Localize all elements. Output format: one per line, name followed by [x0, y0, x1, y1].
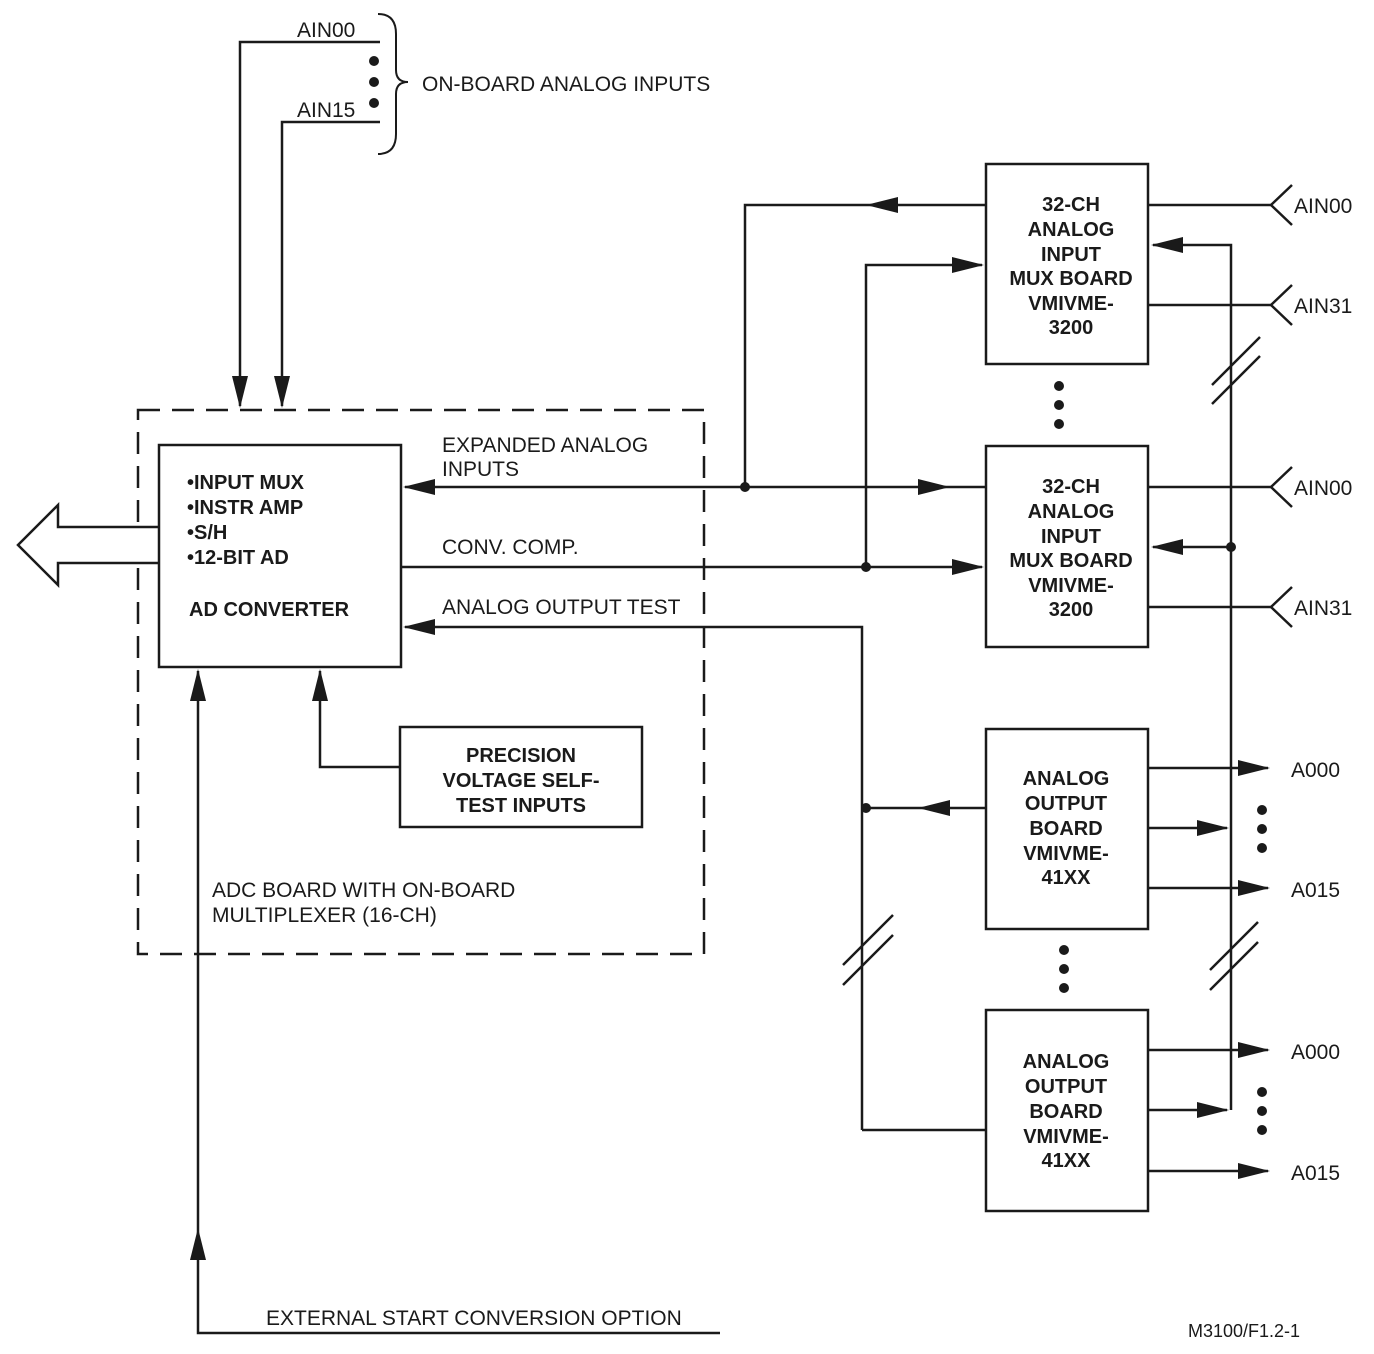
- mux-board-1: 32-CH ANALOG INPUT MUX BOARD VMIVME- 320…: [984, 162, 1352, 366]
- mux1-line2: ANALOG: [1028, 219, 1115, 241]
- out1-line1: ANALOG: [1023, 768, 1110, 790]
- out1-a015-label: A015: [1291, 879, 1340, 902]
- mux1-line1: 32-CH: [1042, 194, 1100, 216]
- adc-bullet-instr-amp: •INSTR AMP: [187, 497, 303, 519]
- mux2-line6: 3200: [1049, 599, 1094, 621]
- mux2-line2: ANALOG: [1028, 501, 1115, 523]
- adc-bullet-input-mux: •INPUT MUX: [187, 472, 305, 494]
- expanded-analog-label-line2: INPUTS: [442, 458, 519, 481]
- precision-line2: VOLTAGE SELF-: [442, 770, 599, 792]
- mux2-ain00-label: AIN00: [1294, 477, 1352, 500]
- mux1-line4: MUX BOARD: [1009, 268, 1132, 290]
- mux1-ain31-label: AIN31: [1294, 295, 1352, 318]
- adc-bullet-sh: •S/H: [187, 522, 227, 544]
- out2-line4: VMIVME-: [1023, 1126, 1109, 1148]
- mux2-line5: VMIVME-: [1028, 575, 1114, 597]
- external-start-label: EXTERNAL START CONVERSION OPTION: [266, 1307, 682, 1330]
- external-start-signal: EXTERNAL START CONVERSION OPTION: [190, 669, 720, 1335]
- precision-selftest-block: PRECISION VOLTAGE SELF- TEST INPUTS: [312, 669, 644, 829]
- mux1-line3: INPUT: [1041, 244, 1101, 266]
- precision-line3: TEST INPUTS: [456, 795, 586, 817]
- ad-converter-block: •INPUT MUX •INSTR AMP •S/H •12-BIT AD AD…: [157, 443, 403, 669]
- expanded-analog-label-line1: EXPANDED ANALOG: [442, 434, 648, 457]
- output-board-2: ANALOG OUTPUT BOARD VMIVME- 41XX A000 A0…: [984, 1008, 1340, 1213]
- mux2-line4: MUX BOARD: [1009, 550, 1132, 572]
- ain15-onboard-label: AIN15: [297, 99, 355, 122]
- out1-a000-label: A000: [1291, 759, 1340, 782]
- onboard-inputs-label: ON-BOARD ANALOG INPUTS: [422, 73, 710, 96]
- adc-bullet-12bit-ad: •12-BIT AD: [187, 547, 289, 569]
- ain00-onboard-label: AIN00: [297, 19, 355, 42]
- mux2-line3: INPUT: [1041, 526, 1101, 548]
- out1-line5: 41XX: [1042, 867, 1092, 889]
- adc-board-caption-line1: ADC BOARD WITH ON-BOARD: [212, 879, 515, 902]
- out1-line2: OUTPUT: [1025, 793, 1107, 815]
- out2-a015-label: A015: [1291, 1162, 1340, 1185]
- adc-board-caption-line2: MULTIPLEXER (16-CH): [212, 904, 437, 927]
- out1-line3: BOARD: [1029, 818, 1102, 840]
- mux-board-2: 32-CH ANALOG INPUT MUX BOARD VMIVME- 320…: [984, 444, 1352, 649]
- adc-board-outline: [136, 408, 706, 956]
- out2-a000-label: A000: [1291, 1041, 1340, 1064]
- mux1-line5: VMIVME-: [1028, 293, 1114, 315]
- precision-line1: PRECISION: [466, 745, 576, 767]
- output-board-1: ANALOG OUTPUT BOARD VMIVME- 41XX A000 A0…: [984, 727, 1340, 931]
- out2-line5: 41XX: [1042, 1150, 1092, 1172]
- mux2-ain31-label: AIN31: [1294, 597, 1352, 620]
- data-bus-arrow: [16, 501, 159, 589]
- onboard-inputs-brace: [377, 13, 409, 155]
- out1-line4: VMIVME-: [1023, 843, 1109, 865]
- analog-output-test-label: ANALOG OUTPUT TEST: [442, 596, 681, 619]
- out2-line3: BOARD: [1029, 1101, 1102, 1123]
- figure-id: M3100/F1.2-1: [1188, 1321, 1300, 1341]
- adc-title: AD CONVERTER: [189, 599, 350, 621]
- mux2-line1: 32-CH: [1042, 476, 1100, 498]
- out2-line1: ANALOG: [1023, 1051, 1110, 1073]
- mux1-line6: 3200: [1049, 317, 1094, 339]
- onboard-inputs: AIN00 AIN15 ON-BOARD ANALOG INPUTS: [232, 13, 710, 408]
- mux1-ain00-label: AIN00: [1294, 195, 1352, 218]
- out2-line2: OUTPUT: [1025, 1076, 1107, 1098]
- conv-comp-label: CONV. COMP.: [442, 536, 579, 559]
